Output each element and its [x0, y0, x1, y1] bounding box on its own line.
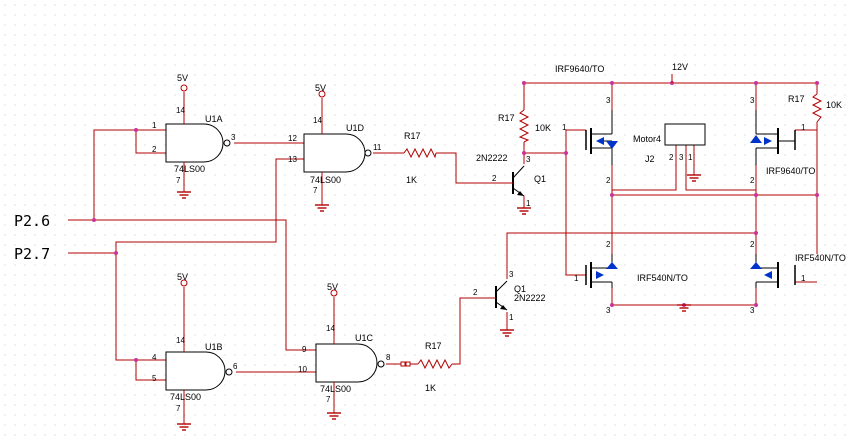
gate-u1a-part: 74LS00: [174, 164, 205, 174]
pin-label: 2: [606, 240, 611, 249]
resistor-value: 10K: [826, 100, 842, 110]
transistor-part: 2N2222: [514, 293, 546, 303]
gate-u1a-vcc: 5V: [177, 73, 188, 83]
pin-label: 3: [750, 96, 755, 105]
motor-ref: J2: [645, 154, 655, 164]
mosfet-bottom-left-part: IRF540N/TO: [637, 273, 688, 283]
mosfet-bottom-right[interactable]: 1 2 3 IRF540N/TO: [750, 240, 846, 315]
port-p27-label: P2.7: [14, 245, 50, 263]
gate-u1c[interactable]: 5V U1C 74LS00 9 10 8 14 7: [298, 282, 391, 420]
gate-u1d-vcc: 5V: [315, 83, 326, 93]
pin-label: 3: [606, 306, 611, 315]
transistor-ref: Q1: [534, 174, 546, 184]
pin-label: 1: [801, 123, 806, 132]
gate-u1a[interactable]: 5V U1A 74LS00 1 2 3 14 7: [152, 73, 236, 199]
transistor-q1-bottom[interactable]: Q1 2N2222 2 3 1: [473, 270, 546, 337]
resistor-ref: R17: [425, 341, 442, 351]
pin-label: 10: [298, 365, 307, 374]
mosfet-top-right[interactable]: 1 2 3 IRF9640/TO: [750, 96, 815, 185]
pin-label: 3: [679, 153, 684, 162]
resistor-ref: R17: [788, 94, 805, 104]
pin-marker: [400, 361, 406, 367]
supply-12v: 12V: [671, 62, 688, 83]
pin-label: 7: [326, 395, 331, 404]
mosfet-top-left[interactable]: 1 2 3: [562, 96, 618, 185]
pin-label: 1: [526, 199, 531, 208]
transistor-q1-top[interactable]: 2N2222 Q1 2 3 1: [476, 153, 546, 215]
pin-label: 11: [373, 143, 382, 152]
gate-u1b[interactable]: 5V U1B 74LS00 4 5 6 14 7: [152, 272, 238, 431]
gate-u1b-part: 74LS00: [170, 392, 201, 402]
pin-label: 1: [688, 153, 693, 162]
pin-label: 1: [801, 274, 806, 283]
pin-label: 2: [152, 145, 157, 154]
pin-label: 7: [176, 404, 181, 413]
gate-u1d[interactable]: 5V U1D 74LS00 12 13 11 14 7: [288, 83, 382, 212]
motor-label: Motor4: [633, 134, 661, 144]
resistor-r17-top[interactable]: R17 1K: [403, 131, 437, 185]
resistor-r17-right[interactable]: R17 10K: [788, 93, 842, 123]
pin-label: 14: [176, 336, 185, 345]
pin-label: 3: [606, 96, 611, 105]
pin-label: 9: [302, 345, 307, 354]
transistor-ref: Q1: [514, 284, 526, 294]
resistor-ref: R17: [498, 113, 515, 123]
supply-label: 12V: [672, 62, 688, 72]
pin-label: 7: [313, 186, 318, 195]
gate-u1c-vcc: 5V: [327, 282, 338, 292]
pin-label: 1: [574, 274, 579, 283]
gate-u1b-vcc: 5V: [177, 272, 188, 282]
pin-label: 3: [526, 155, 531, 164]
gate-u1c-part: 74LS00: [320, 384, 351, 394]
gate-u1b-ref: U1B: [205, 342, 223, 352]
pin-label: 2: [750, 240, 755, 249]
resistor-r17-left[interactable]: R17 10K: [498, 109, 551, 143]
pin-label: 7: [176, 176, 181, 185]
pin-label: 6: [233, 362, 238, 371]
motor-connector-j2[interactable]: Motor4 J2 2 3 1: [633, 123, 706, 182]
pin-label: 4: [152, 353, 157, 362]
pin-label: 8: [386, 353, 391, 362]
gate-u1c-ref: U1C: [355, 333, 374, 343]
gate-u1d-part: 74LS00: [310, 175, 341, 185]
transistor-part: 2N2222: [476, 153, 508, 163]
resistor-value: 1K: [406, 175, 417, 185]
pin-label: 2: [473, 288, 478, 297]
pin-label: 14: [326, 324, 335, 333]
mosfet-bottom-right-part: IRF540N/TO: [795, 253, 846, 263]
pin-marker: [405, 361, 411, 367]
pin-label: 2: [750, 176, 755, 185]
mosfet-top-right-part: IRF9640/TO: [766, 166, 815, 176]
mosfet-bottom-left[interactable]: 1 2 3 IRF540N/TO: [574, 240, 688, 315]
pin-label: 2: [669, 153, 674, 162]
pin-label: 1: [509, 313, 514, 322]
pin-label: 14: [313, 116, 322, 125]
gate-u1d-ref: U1D: [346, 123, 365, 133]
pin-label: 13: [288, 155, 297, 164]
pin-label: 12: [288, 134, 297, 143]
pin-label: 3: [750, 306, 755, 315]
port-p26-label: P2.6: [14, 212, 50, 230]
pin-label: 1: [152, 121, 157, 130]
pin-label: 3: [231, 133, 236, 142]
pin-label: 1: [562, 123, 567, 132]
pin-label: 5: [152, 374, 157, 383]
resistor-value: 10K: [535, 123, 551, 133]
pin-label: 3: [509, 270, 514, 279]
gate-u1a-ref: U1A: [205, 114, 223, 124]
mosfet-top-left-part: IRF9640/TO: [555, 64, 604, 74]
pin-label: 14: [176, 106, 185, 115]
resistor-value: 1K: [425, 383, 436, 393]
resistor-r17-bottom[interactable]: R17 1K: [417, 341, 453, 393]
vcc-icon: [330, 289, 338, 297]
pin-label: 2: [606, 176, 611, 185]
resistor-ref: R17: [404, 131, 421, 141]
junctions: [92, 81, 819, 362]
vcc-icon: [180, 84, 188, 92]
vcc-icon: [180, 279, 188, 287]
vcc-icon: [318, 90, 326, 98]
pin-label: 2: [492, 174, 497, 183]
